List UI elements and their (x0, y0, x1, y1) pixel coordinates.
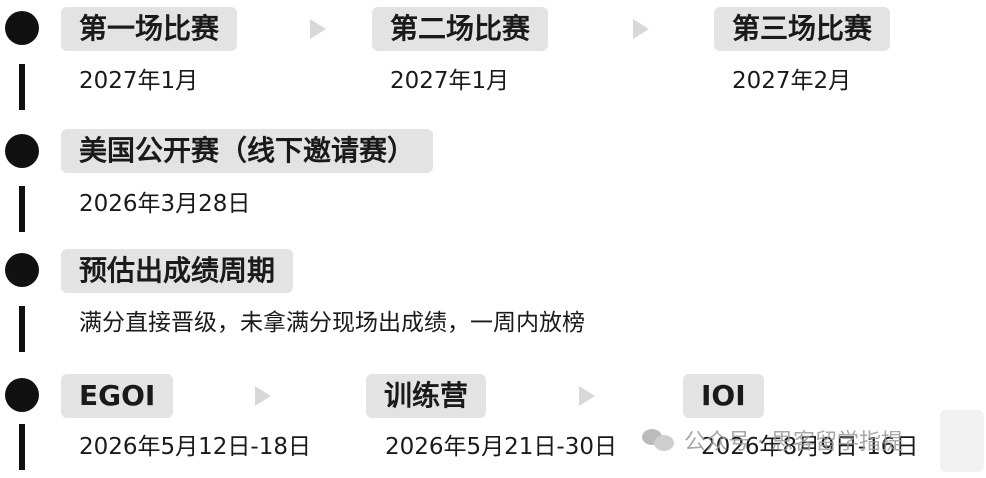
step-date-ioi: 2026年8月9日-16日 (701, 434, 919, 460)
watermark-backdrop (940, 410, 984, 472)
watermark-text: 公众号 · 思客留学指提 (684, 430, 903, 455)
step-date-training-camp: 2026年5月21日-30日 (385, 434, 617, 460)
step-date-us-open: 2026年3月28日 (79, 191, 251, 217)
step-date-contest-2: 2027年1月 (390, 68, 510, 94)
arrow-right-icon (633, 19, 649, 39)
step-title-score-period: 预估出成绩周期 (61, 249, 294, 293)
step-date-egoi: 2026年5月12日-18日 (79, 434, 311, 460)
arrow-right-icon (579, 386, 595, 406)
timeline-dot (5, 11, 39, 45)
step-title-training-camp: 训练营 (366, 374, 487, 418)
step-desc-score-period: 满分直接晋级，未拿满分现场出成绩，一周内放榜 (79, 310, 585, 336)
step-date-contest-3: 2027年2月 (732, 68, 852, 94)
step-title-ioi: IOI (683, 374, 764, 418)
step-date-contest-1: 2027年1月 (79, 68, 199, 94)
step-title-us-open: 美国公开赛（线下邀请赛） (61, 129, 434, 173)
arrow-right-icon (255, 386, 271, 406)
timeline-connector (19, 424, 25, 470)
step-title-contest-3: 第三场比赛 (714, 7, 891, 51)
step-title-contest-2: 第二场比赛 (372, 7, 549, 51)
timeline-dot (5, 253, 39, 287)
timeline-dot (5, 378, 39, 412)
arrow-right-icon (310, 19, 326, 39)
wechat-icon (642, 427, 676, 453)
timeline-connector (19, 64, 25, 110)
timeline-connector (19, 306, 25, 352)
timeline-connector (19, 186, 25, 232)
timeline-dot (5, 134, 39, 168)
step-title-contest-1: 第一场比赛 (61, 7, 238, 51)
step-title-egoi: EGOI (61, 374, 174, 418)
watermark: 公众号 · 思客留学指提 (642, 424, 903, 456)
